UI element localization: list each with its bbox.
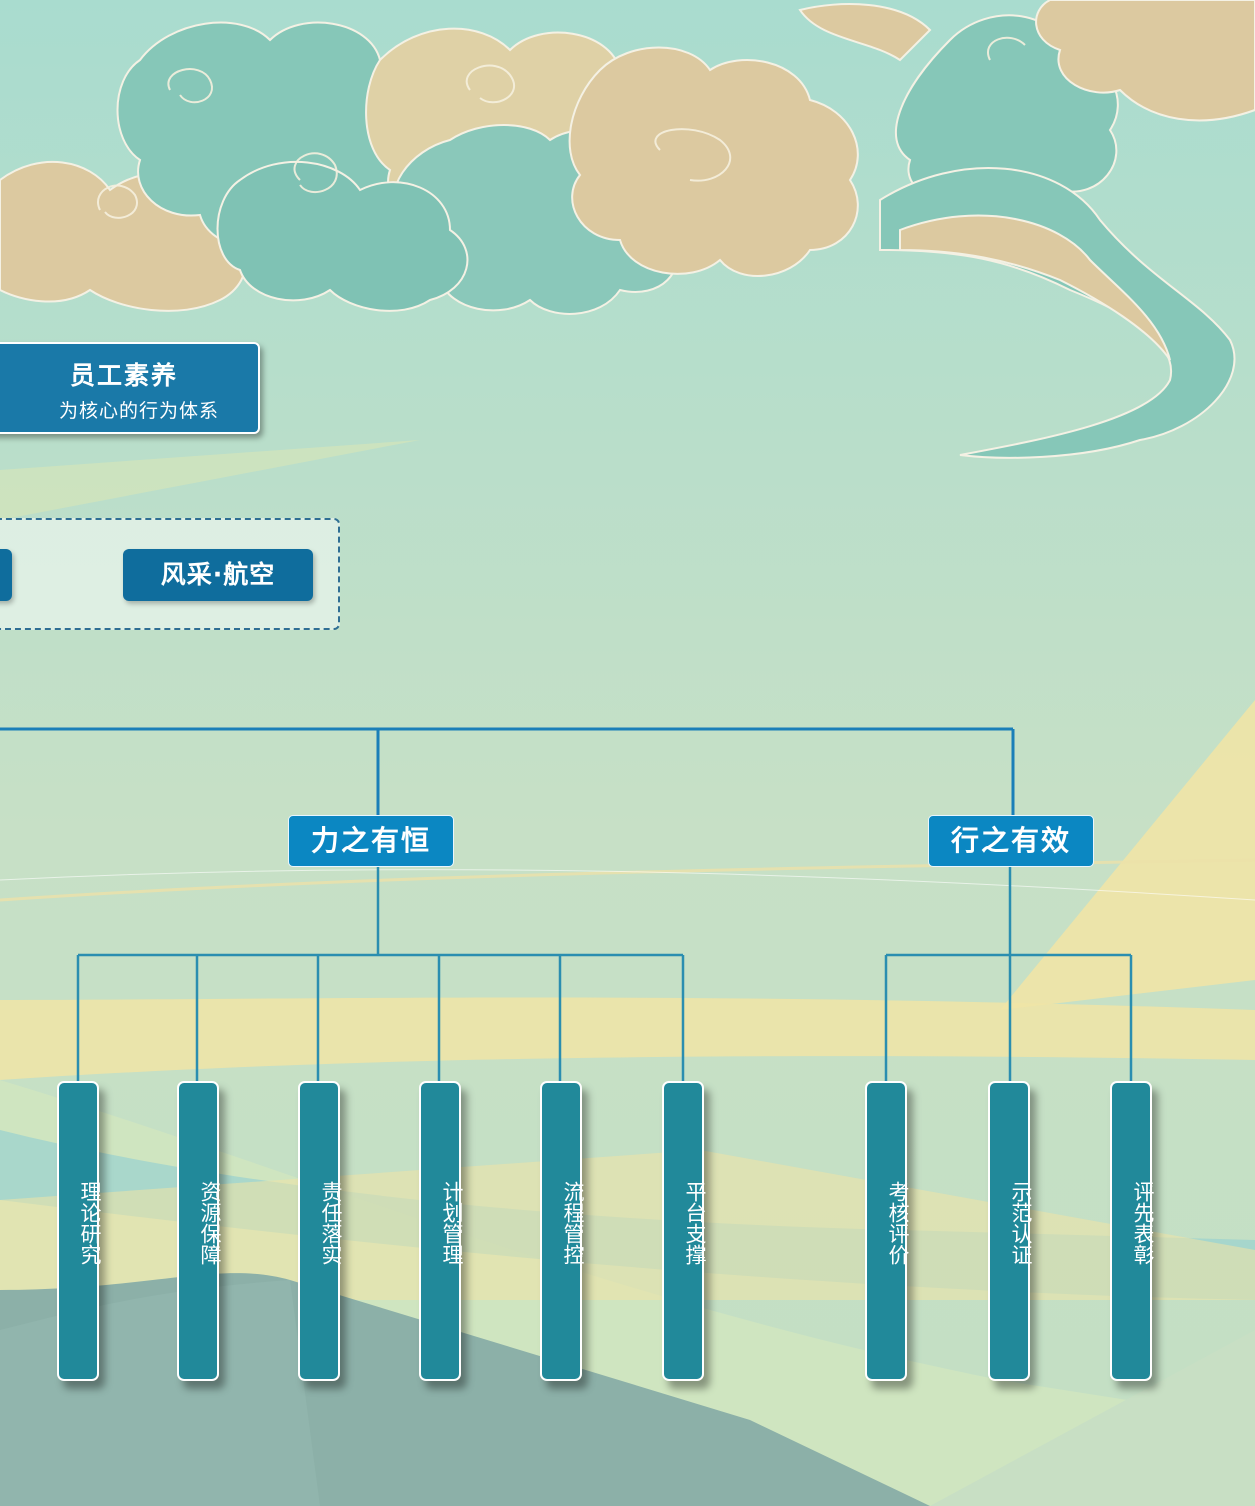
bar-label: 计划管理 <box>440 1181 464 1265</box>
bar-label: 资源保障 <box>198 1181 222 1265</box>
group-head-xing-zhi-you-xiao: 行之有效 <box>928 815 1094 867</box>
box-subtitle: 为核心的行为体系 <box>58 400 219 422</box>
bar-label: 流程管控 <box>561 1181 585 1265</box>
item-bar-assessment: 考核评价 <box>865 1081 910 1381</box>
item-bar-resource-guarantee: 资源保障 <box>177 1081 222 1381</box>
item-bar-commendation: 评先表彰 <box>1110 1081 1155 1381</box>
bar-label: 责任落实 <box>319 1181 343 1265</box>
item-bar-demonstration: 示范认证 <box>988 1081 1033 1381</box>
style-aviation-pill: 风采·航空 <box>123 549 313 601</box>
item-bar-platform-support: 平台支撑 <box>662 1081 707 1381</box>
core-behavior-system-box: 员工素养 为核心的行为体系 <box>0 342 260 434</box>
bar-label: 平台支撑 <box>683 1181 707 1265</box>
group-head-li-zhi-you-heng: 力之有恒 <box>288 815 454 867</box>
item-bar-theory-research: 理论研究 <box>57 1081 102 1381</box>
item-bar-process-control: 流程管控 <box>540 1081 585 1381</box>
box-title: 员工素养 <box>69 361 178 390</box>
item-bar-responsibility: 责任落实 <box>298 1081 343 1381</box>
bar-label: 考核评价 <box>886 1181 910 1265</box>
bar-label: 评先表彰 <box>1131 1181 1155 1265</box>
partial-pill-left <box>0 549 12 601</box>
bar-label: 示范认证 <box>1009 1181 1033 1265</box>
item-bar-plan-management: 计划管理 <box>419 1081 464 1381</box>
bar-label: 理论研究 <box>78 1181 102 1265</box>
